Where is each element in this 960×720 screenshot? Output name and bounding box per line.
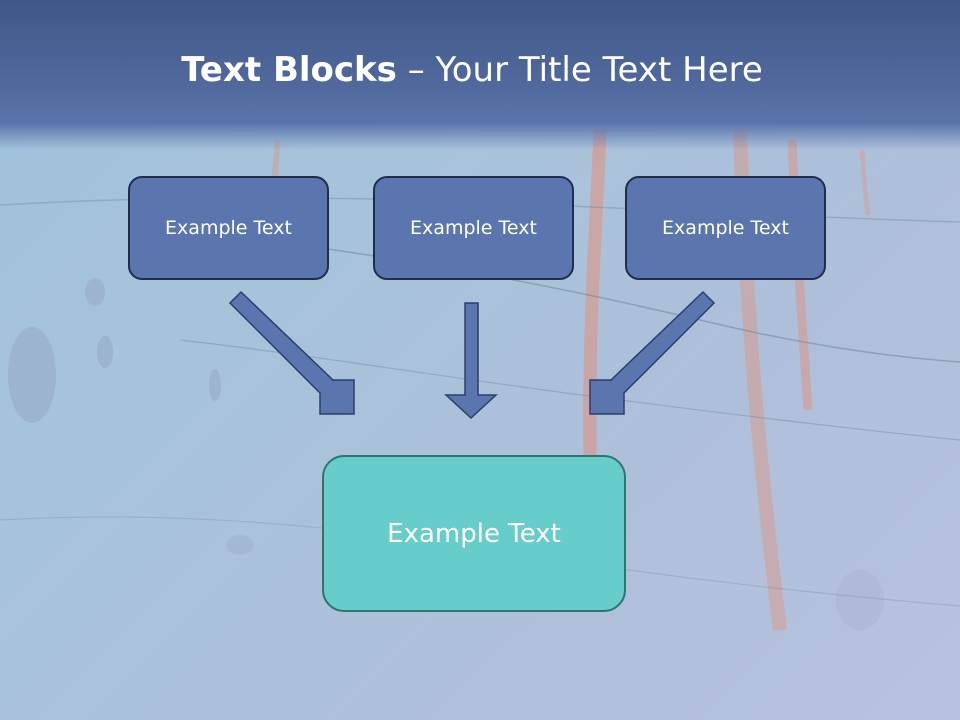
arrow-center — [444, 302, 498, 420]
top-box-right: Example Text — [625, 176, 826, 280]
slide-title: Text Blocks – Your Title Text Here — [0, 50, 944, 90]
arrow-left — [228, 290, 355, 415]
arrow-right — [589, 290, 716, 415]
header-band — [0, 0, 960, 150]
bottom-box: Example Text — [322, 455, 626, 612]
top-box-left: Example Text — [128, 176, 329, 280]
title-rest: – Your Title Text Here — [396, 50, 763, 90]
title-bold: Text Blocks — [181, 50, 397, 90]
top-box-center: Example Text — [373, 176, 574, 280]
